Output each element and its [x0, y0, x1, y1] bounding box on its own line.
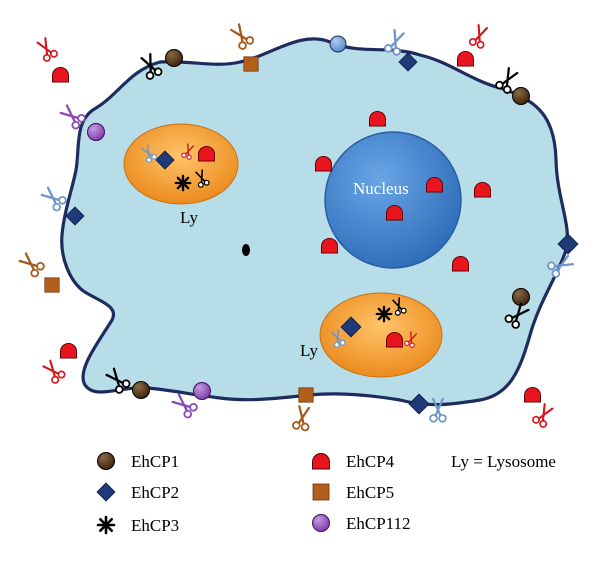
- red-dome-icon: [51, 66, 70, 83]
- purple-ball-icon: [87, 123, 105, 141]
- legend-label: EhCP3: [131, 516, 179, 535]
- navy-diamond-icon: [96, 482, 116, 502]
- orange-square-icon: [298, 387, 314, 403]
- orange-square-icon: [44, 277, 60, 293]
- nucleus: [324, 131, 462, 269]
- legend-label: EhCP2: [131, 483, 179, 502]
- scissors-brown-icon: [291, 404, 314, 433]
- lysosome-2: [319, 292, 443, 378]
- nucleus-label: Nucleus: [353, 179, 409, 198]
- legend-label: EhCP112: [346, 514, 411, 533]
- ball-icon: [512, 87, 530, 105]
- asterisk-icon: [375, 305, 393, 323]
- ball-icon: [132, 381, 150, 399]
- red-dome-icon: [314, 155, 333, 172]
- red-dome-icon: [320, 237, 339, 254]
- scissors-red-icon: [34, 35, 60, 64]
- red-dome-icon: [451, 255, 470, 272]
- red-dome-icon: [385, 204, 404, 221]
- scissors-brown-icon: [227, 21, 256, 52]
- vesicle: [242, 244, 250, 256]
- legend-label: EhCP1: [131, 452, 179, 471]
- lysosome-2-label: Ly: [300, 341, 318, 360]
- red-dome-icon: [312, 453, 330, 470]
- legend: EhCP1 EhCP2 EhCP3 EhCP4 EhCP5 EhCP112 Ly…: [96, 452, 556, 535]
- red-dome-icon: [59, 342, 78, 359]
- orange-square-icon: [312, 483, 330, 501]
- red-dome-icon: [425, 176, 444, 193]
- lysosome-1: [123, 123, 239, 205]
- red-dome-icon: [523, 386, 542, 403]
- orange-square-icon: [243, 56, 259, 72]
- blue-ball-icon: [329, 35, 347, 53]
- scissors-red-icon: [530, 401, 556, 430]
- purple-circle-icon: [312, 514, 330, 532]
- scissors-red-icon: [40, 357, 67, 386]
- scissors-red-icon: [467, 22, 491, 50]
- ball-icon: [165, 49, 183, 67]
- red-dome-icon: [473, 181, 492, 198]
- brown-circle-icon: [97, 452, 115, 470]
- red-dome-icon: [197, 145, 216, 162]
- red-dome-icon: [368, 110, 387, 127]
- black-asterisk-icon: [96, 515, 116, 535]
- asterisk-icon: [174, 174, 192, 192]
- legend-note: Ly = Lysosome: [451, 452, 556, 471]
- scissors-blue-icon: [38, 183, 69, 214]
- legend-label: EhCP5: [346, 483, 394, 502]
- purple-ball-icon: [193, 382, 211, 400]
- red-dome-icon: [385, 331, 404, 348]
- red-dome-icon: [456, 50, 475, 67]
- scissors-purple-icon: [169, 390, 200, 421]
- scissors-brown-icon: [16, 249, 47, 280]
- legend-label: EhCP4: [346, 452, 395, 471]
- lysosome-1-label: Ly: [180, 208, 198, 227]
